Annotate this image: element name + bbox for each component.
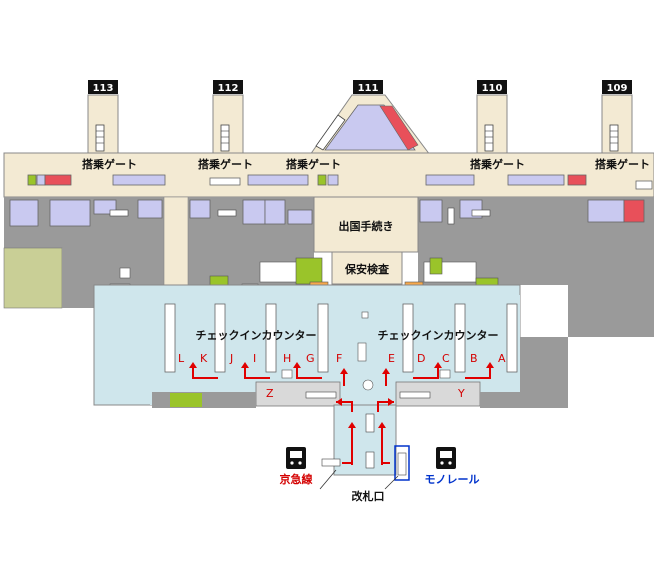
concourse-shops xyxy=(27,174,653,190)
boarding-gate-label-5: 搭乗ゲート xyxy=(595,157,650,171)
boarding-gate-label-1: 搭乗ゲート xyxy=(82,157,137,171)
ticket-gate-leader-left xyxy=(319,469,337,490)
counter-D: D xyxy=(417,352,425,365)
boarding-gate-label-4: 搭乗ゲート xyxy=(470,157,525,171)
ticket-gate-label: 改札口 xyxy=(352,489,385,503)
checkin-islands xyxy=(164,303,518,373)
monorail-gate-highlight xyxy=(394,445,410,481)
monorail-label: モノレール xyxy=(425,473,480,486)
departure-immigration-label: 出国手続き xyxy=(339,219,394,233)
counter-K: K xyxy=(200,352,208,365)
counter-Y: Y xyxy=(457,387,465,400)
departure-immigration-zone xyxy=(313,196,419,253)
keikyu-gate-stairs xyxy=(321,458,341,467)
arrow-heads xyxy=(189,362,494,428)
southwest-block xyxy=(152,392,256,408)
security-check-label: 保安検査 xyxy=(344,262,389,276)
counter-A: A xyxy=(498,352,506,365)
station-corridor xyxy=(333,404,397,476)
gate-109-box xyxy=(602,80,632,94)
counter-C: C xyxy=(442,352,450,365)
gate-113-label: 113 xyxy=(93,83,114,94)
counter-F: F xyxy=(336,352,342,365)
counter-I: I xyxy=(253,352,256,365)
counter-J: J xyxy=(229,352,233,365)
gate-110-label: 110 xyxy=(482,83,503,94)
island-DE xyxy=(402,303,414,373)
monorail-gate-stairs xyxy=(397,452,407,476)
keikyu-line-label: 京急線 xyxy=(280,472,313,486)
island-HI xyxy=(265,303,277,373)
counter-L: L xyxy=(178,352,185,365)
boarding-gate-label-3: 搭乗ゲート xyxy=(286,157,341,171)
island-BC xyxy=(454,303,466,373)
security-check-zone xyxy=(331,251,403,285)
gate-number-boxes: 113 112 111 110 109 xyxy=(88,80,632,94)
ticket-gate-leader-right xyxy=(384,475,399,490)
counter-G: G xyxy=(306,352,315,365)
island-JK xyxy=(214,303,226,373)
gate-112-box xyxy=(213,80,243,94)
hall-fixtures xyxy=(281,311,451,391)
gate-111-label: 111 xyxy=(358,83,379,94)
counter-H: H xyxy=(283,352,291,365)
counter-letters: L K J I H G F E D C B A Z Y xyxy=(178,352,506,400)
gate-111-box xyxy=(353,80,383,94)
gate-113-box xyxy=(88,80,118,94)
west-outer-block xyxy=(3,247,63,309)
monorail-train-icon xyxy=(436,447,456,469)
island-L xyxy=(164,303,176,373)
southeast-block xyxy=(480,392,520,408)
island-A xyxy=(506,303,518,373)
gate-piers xyxy=(87,94,633,182)
gate-112-label: 112 xyxy=(218,83,239,94)
island-FG xyxy=(317,303,329,373)
boarding-gate-label-2: 搭乗ゲート xyxy=(198,157,253,171)
counter-E: E xyxy=(388,352,395,365)
keikyu-train-icon xyxy=(286,447,306,469)
route-arrows xyxy=(192,366,491,465)
checkin-counter-label-east: チェックインカウンター xyxy=(378,329,499,342)
offices xyxy=(9,199,625,227)
checkin-counter-label-west: チェックインカウンター xyxy=(196,329,317,342)
gate-110-box xyxy=(477,80,507,94)
counter-B: B xyxy=(470,352,478,365)
west-corridor xyxy=(163,196,189,298)
counter-Z: Z xyxy=(266,387,274,400)
gate-109-label: 109 xyxy=(607,83,628,94)
